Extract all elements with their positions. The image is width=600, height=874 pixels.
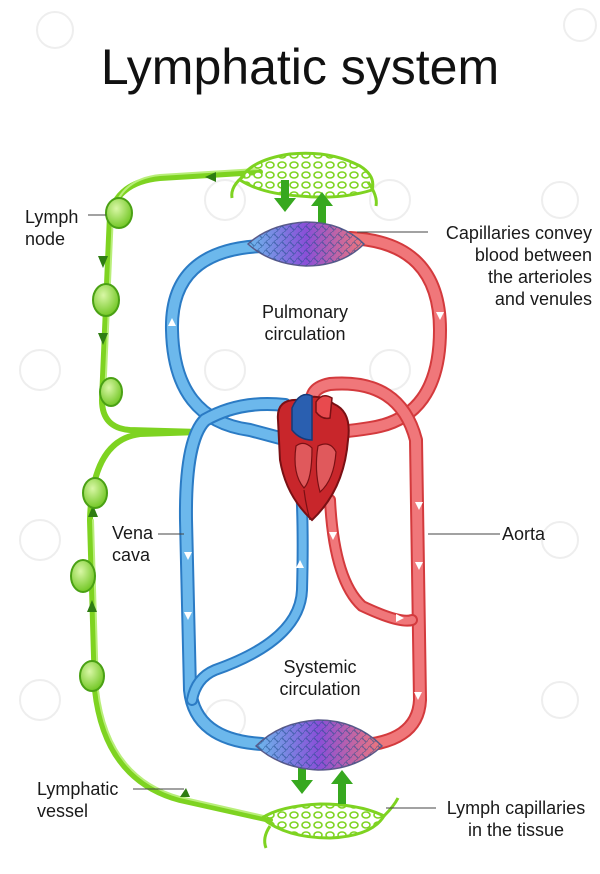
lymph-node xyxy=(92,283,120,317)
heart xyxy=(276,393,350,522)
lymph-node xyxy=(82,477,108,509)
lymph-node xyxy=(105,197,133,229)
leader-lines xyxy=(88,214,500,809)
venous-vessels xyxy=(164,239,309,751)
label-systemic-circulation: Systemic circulation xyxy=(279,657,361,699)
lymph-node xyxy=(79,660,105,692)
label-capillaries: Capillaries convey blood between the art… xyxy=(445,223,592,309)
lymph-capillaries-top xyxy=(230,151,378,207)
exchange-arrows xyxy=(274,180,353,804)
lymph-nodes xyxy=(70,197,133,692)
label-pulmonary-circulation: Pulmonary circulation xyxy=(261,302,349,344)
lymph-node xyxy=(99,377,123,407)
blood-flow-arrows xyxy=(168,312,444,700)
diagram-title: Lymphatic system xyxy=(100,39,500,95)
label-aorta: Aorta xyxy=(502,524,546,544)
label-lymphatic-vessel: Lymphatic vessel xyxy=(37,779,119,821)
label-lymph-capillaries: Lymph capillaries in the tissue xyxy=(446,798,586,840)
label-vena-cava: Vena cava xyxy=(112,523,154,565)
lymph-node xyxy=(70,559,96,593)
lymph-capillaries-bottom xyxy=(259,797,400,849)
systemic-capillary-bed xyxy=(254,719,384,771)
lymph-flow-arrows xyxy=(87,172,216,797)
label-lymph-node: Lymph node xyxy=(25,207,79,249)
pulmonary-capillary-bed xyxy=(246,221,366,267)
